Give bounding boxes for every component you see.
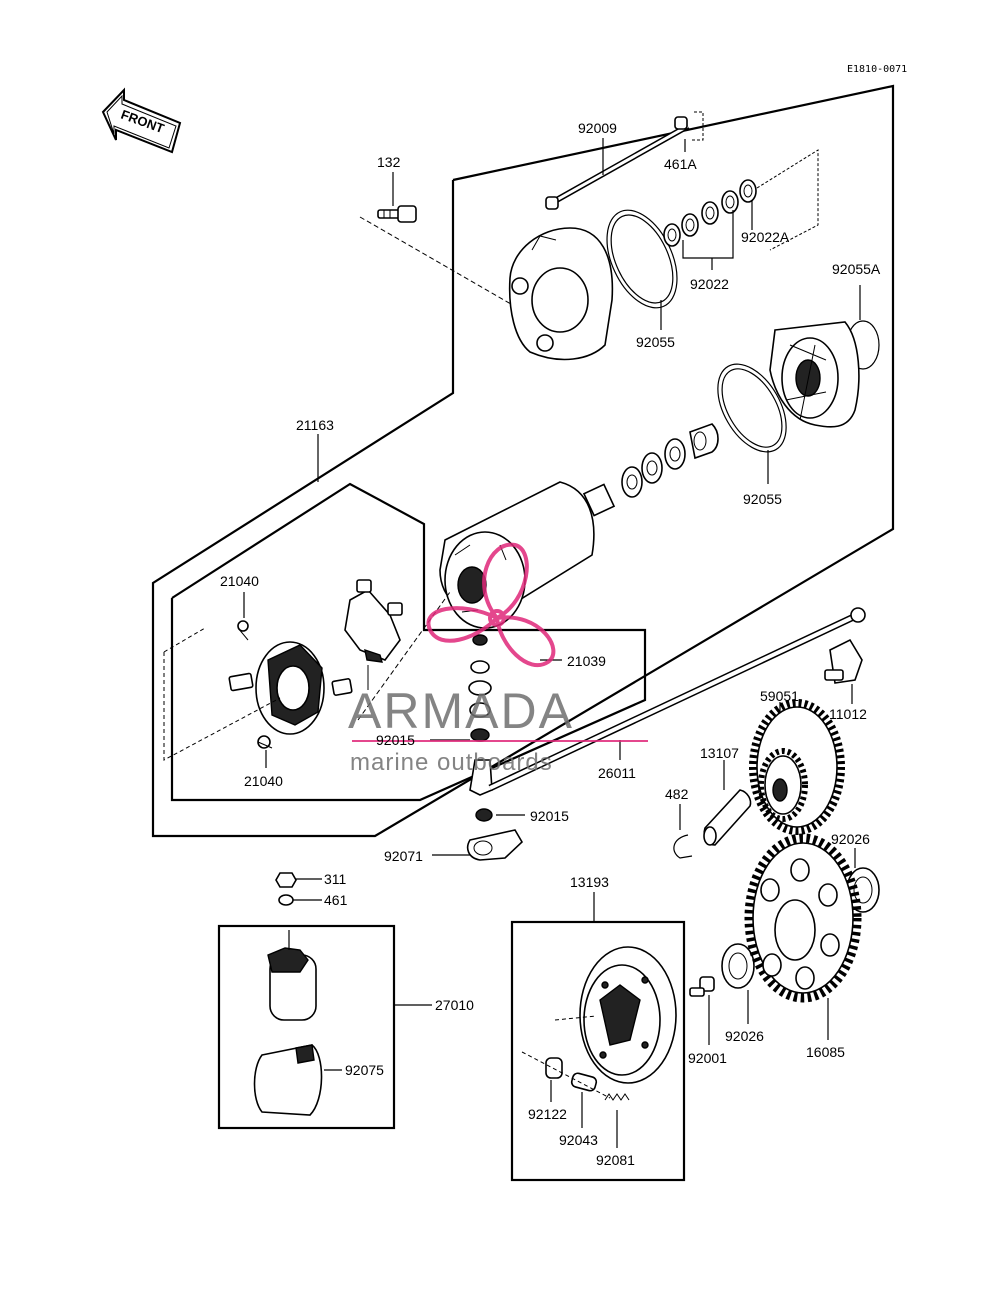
idler-gear-59051 xyxy=(749,699,845,835)
part-label-11012: 11012 xyxy=(829,706,867,722)
armature-washers xyxy=(621,423,719,498)
part-label-92122: 92122 xyxy=(528,1106,567,1122)
part-label-92015-right: 92015 xyxy=(530,808,569,824)
propeller-icon xyxy=(426,542,556,668)
part-label-13193: 13193 xyxy=(570,874,609,890)
part-label-92022A: 92022A xyxy=(741,229,790,245)
shaft-13107 xyxy=(703,789,752,846)
part-label-461A: 461A xyxy=(664,156,697,172)
part-label-92055A: 92055A xyxy=(832,261,881,277)
part-label-482: 482 xyxy=(665,786,689,802)
part-label-92055-top: 92055 xyxy=(636,334,675,350)
spring-21040-bottom xyxy=(257,735,273,749)
watermark-brand: ARMADA xyxy=(348,683,574,739)
part-label-92015-left: 92015 xyxy=(376,732,415,748)
bolt-132 xyxy=(377,205,417,223)
end-cover xyxy=(508,227,614,361)
part-label-21040-bottom: 21040 xyxy=(244,773,283,789)
part-labels: 132 92009 461A 92022A 92022 92055A 92055… xyxy=(220,120,881,1168)
diagram-reference: E1810-0071 xyxy=(847,64,907,75)
washer-92026-bottom xyxy=(721,943,755,989)
bolt-92001 xyxy=(689,976,715,997)
part-label-92055-mid: 92055 xyxy=(743,491,782,507)
part-label-461: 461 xyxy=(324,892,348,908)
spring-21040-top xyxy=(237,620,249,641)
part-label-27010: 27010 xyxy=(435,997,474,1013)
part-label-26011: 26011 xyxy=(598,765,636,781)
part-label-92075: 92075 xyxy=(345,1062,384,1078)
nut-311 xyxy=(275,872,297,888)
part-label-92009: 92009 xyxy=(578,120,617,136)
part-label-59051: 59051 xyxy=(760,688,799,704)
part-label-132: 132 xyxy=(377,154,401,170)
o-ring-92055-mid xyxy=(717,363,787,453)
part-label-311: 311 xyxy=(324,871,347,887)
part-label-92043: 92043 xyxy=(559,1132,598,1148)
nut-461A xyxy=(674,116,688,130)
terminal-hardware-stack xyxy=(468,634,493,822)
part-label-13107: 13107 xyxy=(700,745,739,761)
solenoid-27010 xyxy=(267,930,317,1021)
boot-11012 xyxy=(824,638,863,684)
part-label-92071: 92071 xyxy=(384,848,423,864)
part-label-21040-top: 21040 xyxy=(220,573,259,589)
brush-holder-plate xyxy=(228,641,353,735)
brush-holder-frame xyxy=(170,482,647,802)
watermark-tagline: marine outboards xyxy=(350,749,553,776)
part-label-92081: 92081 xyxy=(596,1152,635,1168)
cover-92075 xyxy=(253,1044,323,1116)
cable-26011 xyxy=(488,607,866,792)
through-bolt-92009 xyxy=(545,123,690,210)
part-label-92026-top: 92026 xyxy=(831,831,870,847)
starter-assembly-frame xyxy=(151,84,895,838)
part-label-16085: 16085 xyxy=(806,1044,845,1060)
roller-92122 xyxy=(545,1057,563,1079)
circlip-482 xyxy=(673,834,693,859)
part-label-21039: 21039 xyxy=(567,653,606,669)
watermark-logo: ARMADA marine outboards xyxy=(348,542,648,776)
starter-gear-16085 xyxy=(744,833,862,1003)
boot-92071 xyxy=(466,829,524,861)
part-label-92022: 92022 xyxy=(690,276,729,292)
part-label-92001: 92001 xyxy=(688,1050,727,1066)
front-housing xyxy=(769,321,860,428)
part-label-21163: 21163 xyxy=(296,417,334,433)
front-arrow-icon: FRONT xyxy=(101,87,182,154)
o-ring-92055-top xyxy=(606,209,678,309)
relay-frame xyxy=(217,924,396,1130)
clutch-frame xyxy=(510,920,686,1182)
brush-assembly xyxy=(344,579,403,690)
washer-461 xyxy=(278,894,294,906)
part-label-92026-bottom: 92026 xyxy=(725,1028,764,1044)
starter-clutch-13193 xyxy=(554,946,677,1084)
spring-92081 xyxy=(604,1093,630,1101)
washers-92022 xyxy=(663,179,757,247)
